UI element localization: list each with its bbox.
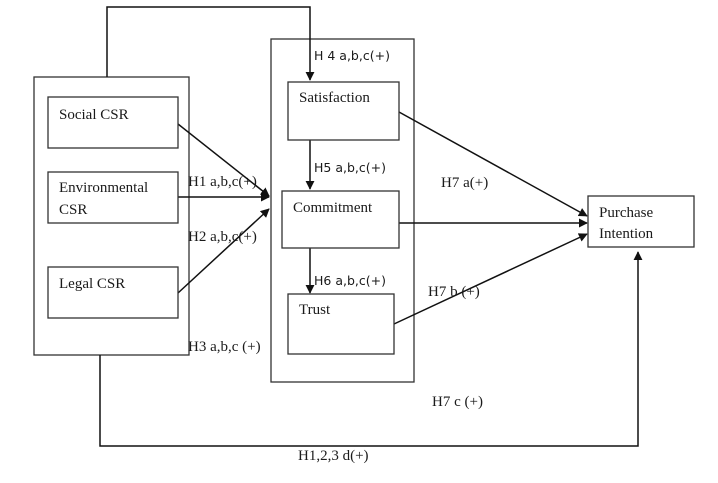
edge-social-to-group [177,123,270,197]
edge-csr-to-satisfaction [106,6,315,81]
node-satisfaction: Satisfaction [287,81,400,141]
label-h7c: H7 c (+) [432,394,483,410]
node-environmental-csr: Environmental CSR [47,171,179,224]
environmental-csr-label-line2: CSR [59,202,87,218]
label-h7a: H7 a(+) [441,175,488,191]
purchase-intention-label-line2: Intention [599,226,654,242]
edge-satisfaction-to-purchase [398,111,588,217]
commitment-label: Commitment [293,200,373,216]
label-h2: H2 a,b,c(+) [188,229,257,245]
legal-csr-label: Legal CSR [59,276,125,292]
label-h123d: H1,2,3 d(+) [298,448,369,464]
node-commitment: Commitment [281,190,400,249]
node-legal-csr: Legal CSR [47,266,179,319]
label-h4: H 4 a,b,c(+) [314,48,390,63]
edge-csr-to-purchase-intention [99,251,643,447]
node-trust: Trust [287,293,395,355]
edge-trust-to-purchase [393,233,588,325]
label-h1: H1 a,b,c(+) [188,174,257,190]
purchase-intention-label-line1: Purchase [599,205,653,221]
node-purchase-intention: Purchase Intention [587,195,695,248]
label-h7b: H7 b (+) [428,284,480,300]
social-csr-label: Social CSR [59,107,129,123]
trust-label: Trust [299,302,331,318]
environmental-csr-label-line1: Environmental [59,180,148,196]
satisfaction-label: Satisfaction [299,90,370,106]
label-h5: H5 a,b,c(+) [314,160,386,175]
node-social-csr: Social CSR [47,96,179,149]
label-h3: H3 a,b,c (+) [188,339,261,355]
edge-legal-to-group [177,208,270,294]
label-h6: H6 a,b,c(+) [314,273,386,288]
